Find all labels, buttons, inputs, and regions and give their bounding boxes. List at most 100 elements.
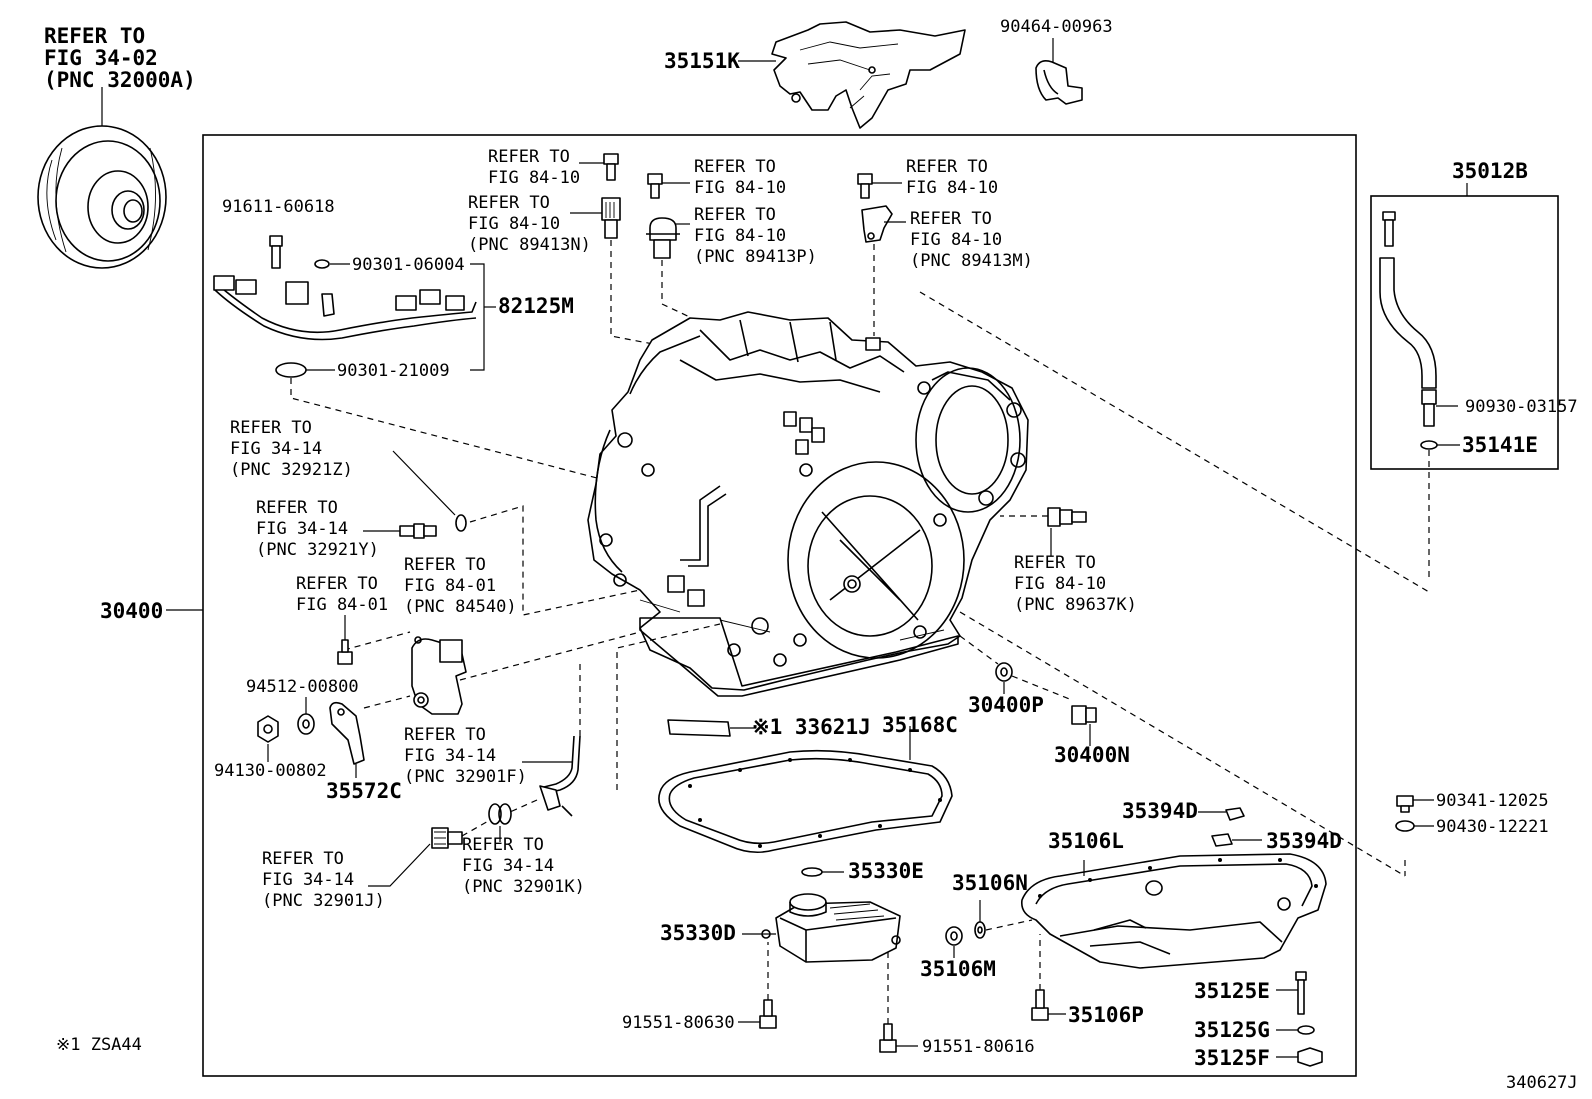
washer-30400P[interactable]	[995, 662, 1013, 682]
ref-32901K-line-2: FIG 34-14	[462, 856, 554, 876]
torque-converter[interactable]	[37, 125, 167, 269]
bolt-91551-80630[interactable]	[759, 999, 777, 1029]
assembly-frame	[202, 134, 1357, 1077]
ref-32901F-line-2: FIG 34-14	[404, 746, 496, 766]
drain-plug-90341-12025[interactable]	[1396, 795, 1414, 813]
pipe-32901F[interactable]	[539, 735, 581, 817]
ref-32921Y-line-2: FIG 34-14	[256, 519, 348, 539]
ref-32901J-line-2: FIG 34-14	[262, 870, 354, 890]
part-no: 90930-03157	[1465, 397, 1578, 417]
ref-89637K-line-3: (PNC 89637K)	[1014, 595, 1137, 615]
ref-bolt-p-line-2: FIG 84-10	[694, 178, 786, 198]
part-no: 35394D	[1266, 829, 1342, 853]
oil-strainer-35330D[interactable]	[761, 893, 901, 963]
gasket-90430-12221[interactable]	[1395, 820, 1415, 832]
part-no: 30400N	[1054, 743, 1130, 767]
magnet-35394D-a[interactable]	[1225, 807, 1245, 821]
ref-89413N-line-1: REFER TO	[488, 147, 570, 167]
lever-35572C[interactable]	[329, 701, 365, 765]
footnote: ※1 ZSA44	[56, 1035, 142, 1055]
ref-89413N-sensor-line-2: FIG 84-10	[468, 214, 560, 234]
part-no: ※1 33621J	[752, 715, 871, 739]
filter-o-ring-35330E[interactable]	[801, 867, 823, 877]
ref-32901J-line-1: REFER TO	[262, 849, 344, 869]
ref-84540-line-2: FIG 84-01	[404, 576, 496, 596]
clamp-90464-00963[interactable]	[1035, 60, 1083, 105]
ref-89637K-line-2: FIG 84-10	[1014, 574, 1106, 594]
bolt-35106P[interactable]	[1031, 989, 1049, 1021]
ref-32921Z-line-3: (PNC 32921Z)	[230, 460, 353, 480]
wire-harness-82125M[interactable]	[213, 235, 477, 341]
speed-sensor-89413M[interactable]	[861, 205, 893, 243]
ref-bolt-m-line-1: REFER TO	[906, 157, 988, 177]
ref-32901F-line-3: (PNC 32901F)	[404, 767, 527, 787]
ref-89637K-line-1: REFER TO	[1014, 553, 1096, 573]
ref-32921Y-line-1: REFER TO	[256, 498, 338, 518]
sensor-89637K[interactable]	[1047, 507, 1087, 527]
plug-35106M[interactable]	[945, 926, 963, 946]
label-plate-33621J[interactable]	[667, 719, 731, 737]
part-no: 94512-00800	[246, 677, 359, 697]
part-no: 35330E	[848, 859, 924, 883]
part-no: 90301-21009	[337, 361, 450, 381]
bolt-35125E[interactable]	[1295, 971, 1307, 1015]
gasket-35106N[interactable]	[974, 921, 986, 939]
figure-id: 340627J	[1506, 1073, 1578, 1093]
part-no: 91551-80616	[922, 1037, 1035, 1057]
bolt-91551-80616[interactable]	[879, 1023, 897, 1053]
part-no: 35125G	[1194, 1018, 1270, 1042]
ref-32921Z-line-1: REFER TO	[230, 418, 312, 438]
part-no: 30400P	[968, 693, 1044, 717]
ref-89413P-line-3: (PNC 89413P)	[694, 247, 817, 267]
part-no: 35106L	[1048, 829, 1124, 853]
part-no: 35106M	[920, 957, 996, 981]
part-no: 90464-00963	[1000, 17, 1113, 37]
neutral-switch-84540[interactable]	[411, 636, 467, 715]
cooler-hose-35012B[interactable]	[1379, 211, 1438, 450]
ref-32921Z-line-2: FIG 34-14	[230, 439, 322, 459]
magnet-35394D-b[interactable]	[1211, 833, 1233, 847]
part-no: 35106P	[1068, 1003, 1144, 1027]
nut-35125F[interactable]	[1297, 1047, 1323, 1067]
o-rings-32901K[interactable]	[488, 803, 512, 825]
bolt-89413M[interactable]	[857, 173, 873, 199]
part-no: 94130-00802	[214, 761, 327, 781]
oil-cooler-frame	[1370, 195, 1559, 470]
part-no: 35394D	[1122, 799, 1198, 823]
part-no: 35106N	[952, 871, 1028, 895]
part-no: 35168C	[882, 713, 958, 737]
pan-gasket-35168C[interactable]	[658, 749, 953, 854]
bolt-89413P[interactable]	[647, 173, 663, 199]
transaxle-housing-30400[interactable]	[587, 311, 1029, 697]
washer-35125G[interactable]	[1297, 1025, 1315, 1035]
part-no: 91611-60618	[222, 197, 335, 217]
ref-32901J-line-3: (PNC 32901J)	[262, 891, 385, 911]
plug-30400N[interactable]	[1071, 705, 1097, 725]
ref-89413N-sensor-line-1: REFER TO	[468, 193, 550, 213]
ref-bolt-84-01-line-2: FIG 84-01	[296, 595, 388, 615]
fitting-32921Y[interactable]	[399, 523, 437, 539]
plug-32901J[interactable]	[431, 827, 463, 849]
part-no: 90301-06004	[352, 255, 465, 275]
speed-sensor-89413P[interactable]	[646, 217, 680, 259]
part-no: 91551-80630	[622, 1013, 735, 1033]
ref-torque-converter-line-1: REFER TO	[44, 24, 145, 48]
washer-94512-00800[interactable]	[297, 713, 315, 735]
bolt-84-01[interactable]	[337, 639, 353, 665]
ref-torque-converter-line-2: FIG 34-02	[44, 46, 158, 70]
ref-89413N-sensor-line-3: (PNC 89413N)	[468, 235, 591, 255]
bolt-89413N[interactable]	[603, 153, 619, 181]
o-ring-32921Z[interactable]	[455, 514, 467, 532]
oil-pan-35106L[interactable]	[1020, 853, 1327, 969]
speed-sensor-89413N[interactable]	[601, 197, 621, 239]
heat-shield-35151K[interactable]	[771, 21, 966, 129]
nut-94130-00802[interactable]	[257, 715, 279, 743]
part-no: 35125F	[1194, 1046, 1270, 1070]
o-ring-90301-21009[interactable]	[275, 362, 307, 378]
